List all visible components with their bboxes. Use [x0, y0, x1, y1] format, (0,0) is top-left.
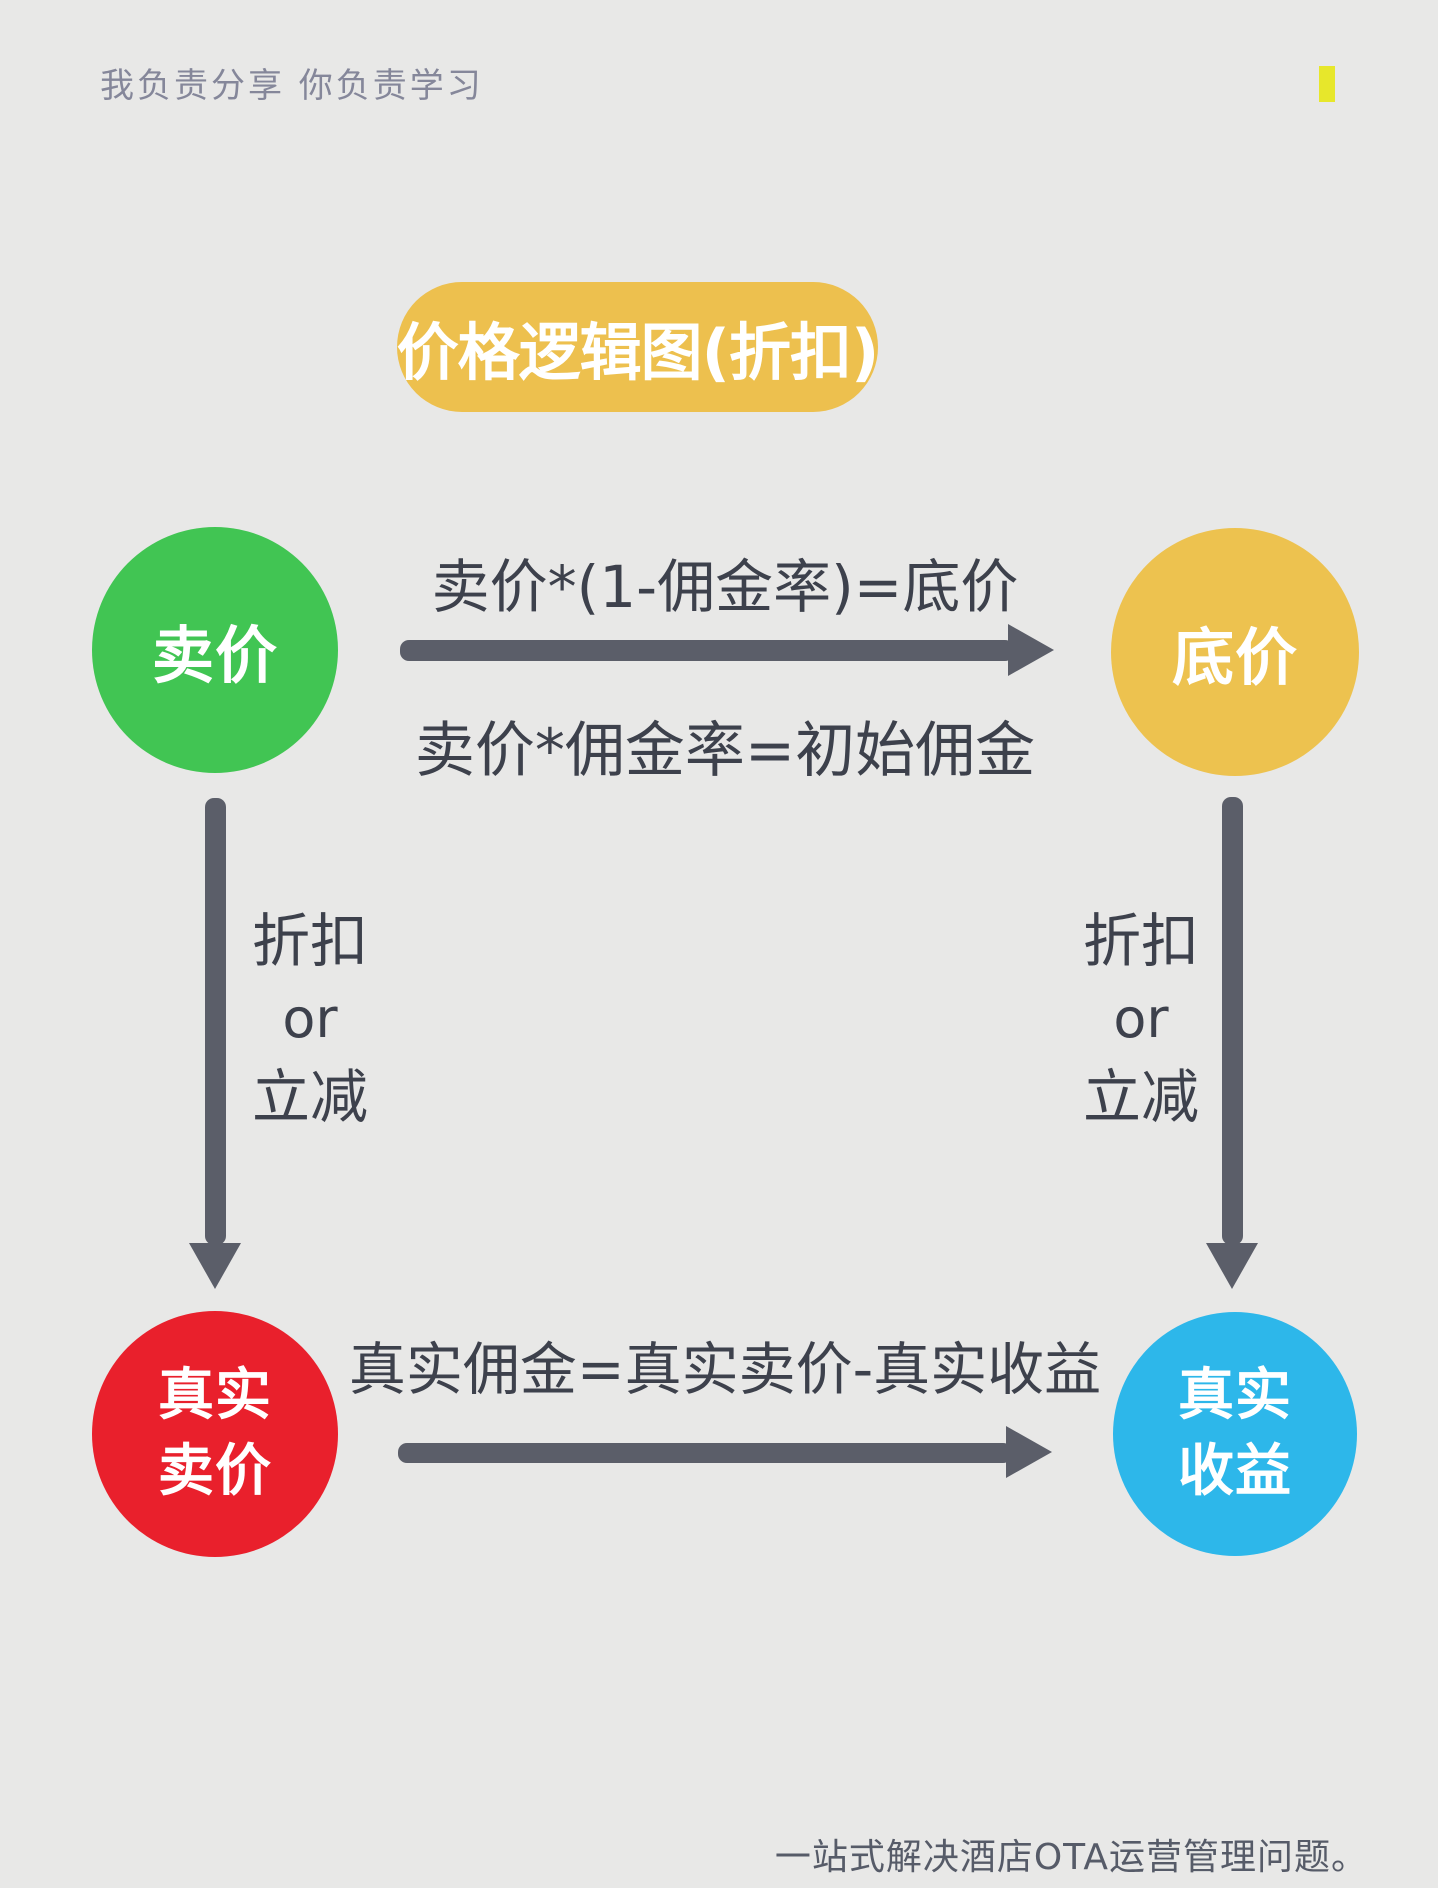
node-real-revenue: 真实 收益 — [1113, 1312, 1357, 1556]
footer-caption: 一站式解决酒店OTA运营管理问题。 — [774, 1837, 1368, 1878]
arrow-sell-to-base-shaft — [400, 640, 1014, 661]
formula-sell-to-base: 卖价*(1-佣金率)=底价 — [431, 553, 1019, 621]
page-title: 价格逻辑图(折扣) — [396, 316, 880, 389]
formula-initial-commission: 卖价*佣金率=初始佣金 — [414, 716, 1036, 786]
arrow-base-to-realrev-shaft — [1222, 797, 1243, 1245]
node-base-price: 底价 — [1111, 528, 1359, 776]
yellow-corner-marker — [1319, 66, 1335, 102]
side-label-right-line1: 折扣 — [1082, 907, 1199, 975]
node-sell-price-label: 卖价 — [151, 619, 278, 692]
node-real-revenue-line2: 收益 — [1178, 1439, 1292, 1504]
arrow-sell-to-realsell-head-icon — [189, 1243, 241, 1289]
node-real-sell-price-line1: 真实 — [158, 1363, 272, 1428]
title-pill: 价格逻辑图(折扣) — [396, 282, 880, 412]
arrow-realsell-to-realrev-shaft — [398, 1443, 1012, 1463]
node-real-revenue-line1: 真实 — [1178, 1363, 1292, 1428]
side-label-right: 折扣 or 立减 — [1056, 902, 1226, 1136]
formula-real-commission: 真实佣金=真实卖价-真实收益 — [348, 1337, 1102, 1403]
arrow-sell-to-base-head-icon — [1008, 624, 1054, 676]
side-label-left-line3: 立减 — [251, 1063, 368, 1131]
side-label-right-line3: 立减 — [1082, 1063, 1199, 1131]
arrow-base-to-realrev-head-icon — [1206, 1243, 1258, 1289]
arrow-realsell-to-realrev-head-icon — [1006, 1426, 1052, 1478]
arrow-sell-to-realsell-shaft — [205, 798, 226, 1245]
side-label-left-line1: 折扣 — [251, 907, 368, 975]
node-base-price-label: 底价 — [1171, 621, 1298, 694]
node-real-sell-price: 真实 卖价 — [92, 1311, 338, 1557]
side-label-left-line2: or — [282, 987, 338, 1050]
header-tagline: 我负责分享 你负责学习 — [100, 66, 484, 106]
side-label-left: 折扣 or 立减 — [225, 902, 395, 1136]
node-real-sell-price-line2: 卖价 — [158, 1439, 272, 1504]
side-label-right-line2: or — [1113, 987, 1169, 1050]
node-sell-price: 卖价 — [92, 527, 338, 773]
